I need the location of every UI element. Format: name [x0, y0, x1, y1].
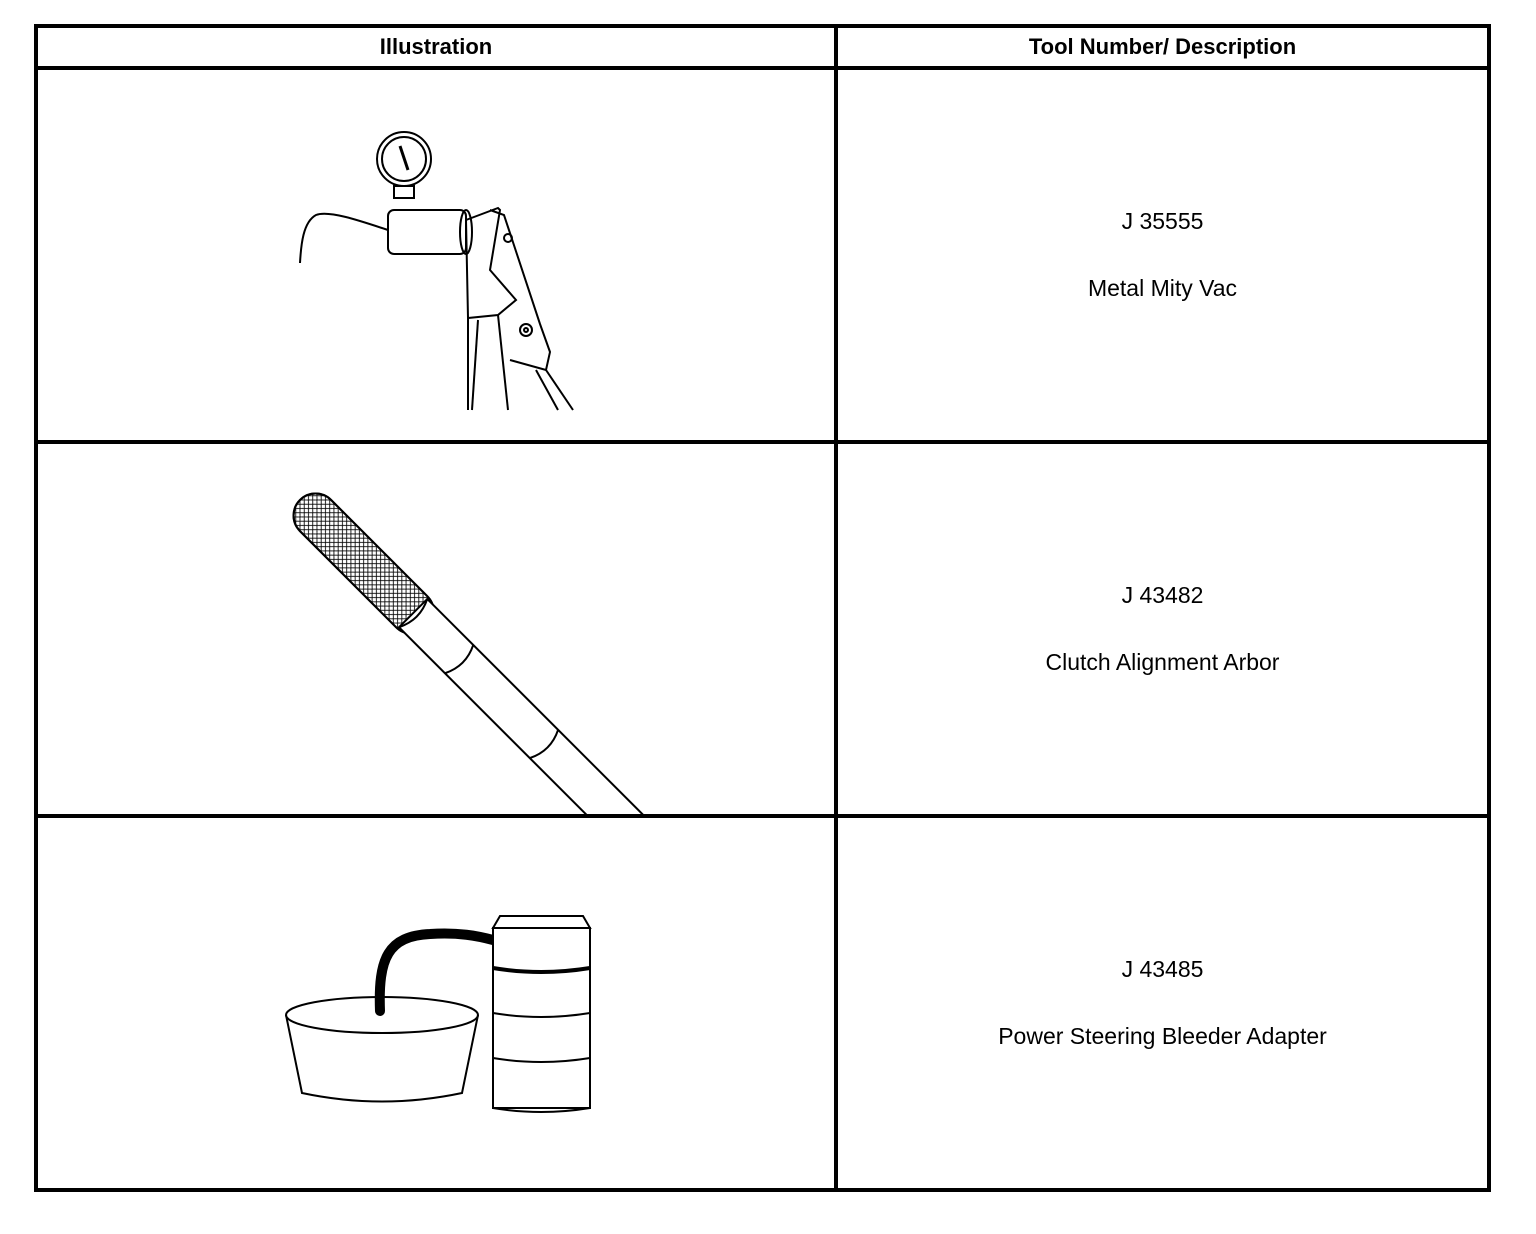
tool-number: J 35555	[1121, 208, 1204, 234]
illustration-cell	[34, 440, 838, 818]
bleeder-adapter-icon	[285, 915, 592, 1113]
table-row: J 35555 Metal Mity Vac	[34, 66, 1491, 444]
header-illustration: Illustration	[34, 24, 838, 70]
description-cell: J 43482 Clutch Alignment Arbor	[834, 440, 1491, 818]
header-row: Illustration Tool Number/ Description	[34, 24, 1491, 70]
illustration-cell	[34, 66, 838, 444]
description-cell: J 35555 Metal Mity Vac	[834, 66, 1491, 444]
tool-description: Clutch Alignment Arbor	[1045, 649, 1280, 675]
tool-number: J 43485	[1121, 956, 1204, 982]
tool-number: J 43482	[1121, 582, 1204, 608]
table-row: J 43485 Power Steering Bleeder Adapter	[34, 814, 1491, 1192]
tool-table: Illustration Tool Number/ Description	[34, 24, 1491, 1192]
header-tool-description: Tool Number/ Description	[834, 24, 1491, 70]
description-cell: J 43485 Power Steering Bleeder Adapter	[834, 814, 1491, 1192]
vacuum-pump-gauge-icon	[299, 131, 574, 411]
alignment-arbor-icon	[292, 492, 648, 814]
table-row: J 43482 Clutch Alignment Arbor	[34, 440, 1491, 818]
tool-description: Metal Mity Vac	[1087, 275, 1238, 301]
tool-description: Power Steering Bleeder Adapter	[998, 1023, 1327, 1049]
illustration-cell	[34, 814, 838, 1192]
